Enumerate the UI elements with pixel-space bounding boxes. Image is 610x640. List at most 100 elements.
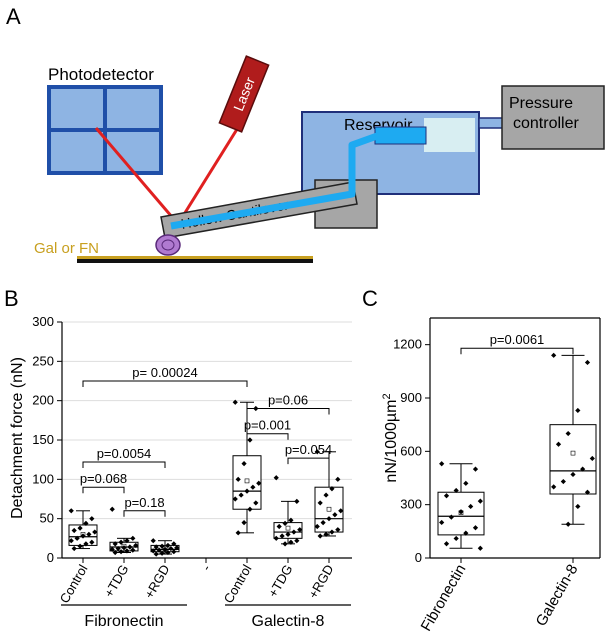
panel-b-data-point: [115, 545, 121, 552]
cell: [155, 234, 181, 256]
panel-b-data-point: [77, 525, 83, 531]
panel-c-data-point: [565, 430, 571, 437]
panel-c-annotations: p=0.0061: [460, 332, 574, 355]
panel-b-box: [232, 455, 262, 510]
panel-b-data-point: [288, 539, 294, 545]
panel-b-significance-bracket: [82, 461, 166, 469]
panel-c-data-point: [448, 514, 454, 520]
panel-c-significance-bracket: [460, 347, 574, 355]
panel-b-data-point: [68, 538, 74, 544]
panel-b-data-point: [156, 547, 162, 553]
panel-c-data-point: [589, 455, 595, 462]
panel-b-x-tick-label: -: [198, 562, 213, 573]
panel-b-x-labels: Control+TDG+RGD-Control+TDG+RGD: [57, 562, 337, 606]
panel-b-data-point: [241, 520, 247, 526]
panel-b-data-point: [232, 399, 238, 405]
panel-c-data-point: [453, 487, 459, 494]
panel-c-y-label-sup: 2: [381, 393, 393, 399]
pressure-label-line1: Pressure: [509, 95, 573, 112]
panel-c-data-point: [555, 441, 562, 447]
panel-b-data-point: [174, 545, 180, 551]
panel-b-significance-bracket: [246, 433, 289, 440]
panel-c-data-point: [477, 545, 483, 551]
panel-c-y-tick-label: 300: [400, 497, 422, 512]
panel-b-data-point: [165, 542, 171, 549]
panel-c-data-point: [439, 519, 445, 526]
panel-b-group-label: Galectin-8: [252, 613, 325, 630]
panel-c-y-label-main: nN/1000µm: [383, 400, 400, 483]
panel-c-y-tick-label: 600: [400, 443, 422, 458]
panel-a: A Photodetector Laser Reservoir Pressure…: [6, 4, 605, 263]
photodetector-label: Photodetector: [48, 65, 154, 84]
panel-c-data-point: [560, 478, 566, 485]
panel-b-data-point: [297, 527, 303, 533]
panel-c-data-point: [551, 352, 557, 358]
panel-b-data-point: [153, 544, 159, 550]
panel-c-letter: C: [362, 286, 378, 311]
panel-b-data-point: [165, 549, 171, 556]
panel-c-data-point: [584, 489, 591, 495]
panel-c-data-point: [463, 480, 469, 486]
panel-c-data-point: [472, 525, 479, 531]
panel-b-data-point: [83, 520, 89, 526]
panel-b-annotations: p= 0.00024p=0.06p=0.001p=0.054p=0.0054p=…: [80, 365, 332, 517]
panel-c-data-point: [477, 498, 483, 504]
panel-c-data-point: [570, 471, 576, 478]
panel-b-data-point: [329, 529, 335, 535]
panel-b-p-value-label: p=0.06: [268, 393, 308, 408]
fluid-channel: [170, 132, 379, 230]
panel-b-data-point: [118, 539, 124, 545]
panel-c-data-point: [463, 530, 469, 536]
reservoir-plunger: [374, 126, 427, 145]
panel-b-y-label: Detachment force (nN): [9, 357, 26, 519]
pressure-label-line2: controller: [513, 115, 579, 132]
panel-b-y-tick-label: 150: [32, 432, 54, 447]
panel-b-data-point: [112, 549, 118, 556]
panel-c-data-point: [551, 484, 557, 490]
panel-b-data-point: [250, 484, 256, 490]
photodetector: [47, 85, 163, 175]
panel-b-data-point: [253, 500, 259, 506]
panel-b-data-point: [320, 520, 326, 526]
panel-c-data-point: [575, 407, 581, 414]
laser-body: [218, 55, 270, 133]
panel-b-data-point: [127, 544, 133, 550]
panel-b-data-point: [83, 541, 89, 547]
panel-b-data-point: [232, 496, 238, 502]
panel-b-data-point: [244, 488, 250, 494]
panel-c-p-value-label: p=0.0061: [490, 332, 545, 347]
panel-b-data-point: [314, 523, 320, 530]
cell-nucleus: [161, 239, 175, 251]
panel-b-y-tick-label: 250: [32, 353, 54, 368]
panel-c-data-point: [575, 503, 581, 510]
panel-c-data-point: [468, 503, 474, 510]
panel-b-data-point: [273, 535, 279, 541]
panel-b-x-tick-label: +TDG: [265, 562, 296, 600]
panel-b-data-point: [247, 506, 253, 512]
panel-c-data-point: [443, 493, 450, 499]
panel-b-data-point: [256, 480, 262, 486]
panel-b-data-point: [124, 538, 130, 544]
panel-b-x-tick-label: +RGD: [141, 562, 172, 601]
panel-b-data-point: [80, 533, 86, 539]
reflected-beam: [94, 127, 180, 225]
panel-c-data-point: [584, 359, 591, 366]
panel-c-x-tick-label: Fibronectin: [418, 562, 470, 635]
panel-c-y-label: nN/1000µm2: [381, 393, 400, 482]
panel-b-p-value-label: p=0.001: [244, 418, 291, 433]
panel-b-data-point: [74, 535, 80, 541]
panel-b-p-value-label: p= 0.00024: [132, 365, 197, 380]
panel-b-data-point: [171, 549, 177, 555]
pressure-controller: [501, 85, 605, 150]
panel-c-data-point: [458, 509, 464, 515]
panel-b-grid: [62, 321, 352, 520]
panel-b-data-point: [133, 542, 139, 549]
substrate-coating: [77, 256, 313, 259]
panel-b-data-point: [314, 449, 320, 455]
panel-b-data-point: [273, 475, 279, 481]
panel-b-data-point: [247, 437, 253, 443]
